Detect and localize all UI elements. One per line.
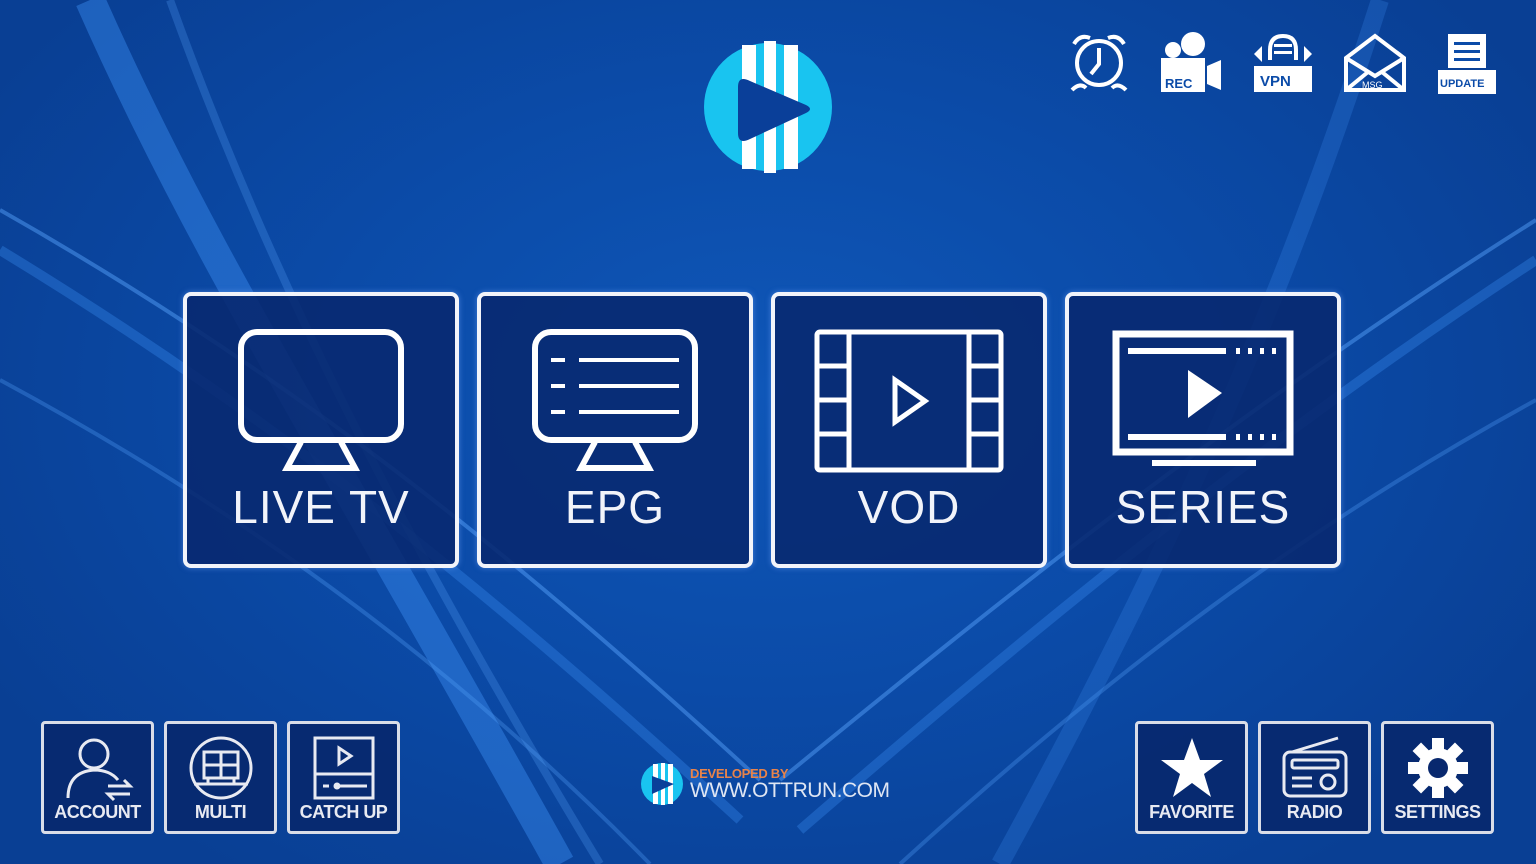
multi-label: MULTI [194, 802, 247, 822]
film-strip-icon [814, 329, 1004, 473]
vod-label: VOD [857, 481, 961, 533]
epg-guide-icon [532, 329, 698, 471]
live-tv-tile[interactable]: LIVE TV [183, 292, 459, 568]
update-button[interactable]: UPDATE [1432, 28, 1502, 98]
vpn-lock-icon: VPN [1254, 33, 1312, 92]
app-logo [702, 41, 834, 173]
alarm-button[interactable] [1064, 28, 1134, 98]
svg-text:VPN: VPN [1260, 73, 1291, 90]
gear-icon [1407, 738, 1468, 798]
bottom-left-menu: ACCOUNT MULTI CATCH UP [41, 721, 400, 834]
user-switch-icon [66, 738, 134, 802]
settings-button[interactable]: SETTINGS [1381, 721, 1494, 834]
ottrun-logo-icon [641, 763, 683, 805]
vod-tile[interactable]: VOD [771, 292, 1047, 568]
star-icon [1160, 738, 1223, 797]
radio-label: RADIO [1286, 802, 1343, 822]
live-tv-label: LIVE TV [232, 481, 410, 533]
svg-text:UPDATE: UPDATE [1440, 78, 1484, 90]
catch-up-player-icon [313, 736, 374, 800]
rec-camera-icon: REC [1161, 32, 1221, 92]
top-toolbar: REC VPN MSG UPDATE [1064, 28, 1502, 98]
alarm-clock-icon [1070, 34, 1128, 92]
developed-by-label: DEVELOPED BY [690, 766, 789, 781]
settings-label: SETTINGS [1394, 802, 1481, 822]
catch-up-button[interactable]: CATCH UP [287, 721, 400, 834]
account-label: ACCOUNT [54, 802, 141, 822]
multi-button[interactable]: MULTI [164, 721, 277, 834]
developer-url[interactable]: WWW.OTTRUN.COM [690, 779, 890, 802]
favorite-button[interactable]: FAVORITE [1135, 721, 1248, 834]
rec-button[interactable]: REC [1156, 28, 1226, 98]
radio-button[interactable]: RADIO [1258, 721, 1371, 834]
multi-screen-icon [189, 736, 252, 800]
bottom-right-menu: FAVORITE RADIO [1135, 721, 1494, 834]
update-icon: UPDATE [1438, 34, 1496, 94]
main-menu: LIVE TV EPG VOD SERIES [183, 292, 1341, 568]
svg-text:REC: REC [1165, 76, 1193, 91]
account-button[interactable]: ACCOUNT [41, 721, 154, 834]
series-label: SERIES [1115, 481, 1291, 533]
series-player-icon [1112, 330, 1294, 466]
msg-envelope-icon: MSG [1344, 33, 1406, 92]
play-logo-icon [704, 41, 832, 173]
msg-button[interactable]: MSG [1340, 28, 1410, 98]
developer-credit: DEVELOPED BY WWW.OTTRUN.COM [640, 762, 890, 806]
svg-text:MSG: MSG [1362, 80, 1383, 90]
epg-label: EPG [564, 481, 666, 533]
series-tile[interactable]: SERIES [1065, 292, 1341, 568]
tv-monitor-icon [238, 329, 404, 471]
vpn-button[interactable]: VPN [1248, 28, 1318, 98]
catch-up-label: CATCH UP [299, 802, 388, 822]
favorite-label: FAVORITE [1149, 802, 1234, 822]
epg-tile[interactable]: EPG [477, 292, 753, 568]
radio-icon [1282, 736, 1347, 798]
